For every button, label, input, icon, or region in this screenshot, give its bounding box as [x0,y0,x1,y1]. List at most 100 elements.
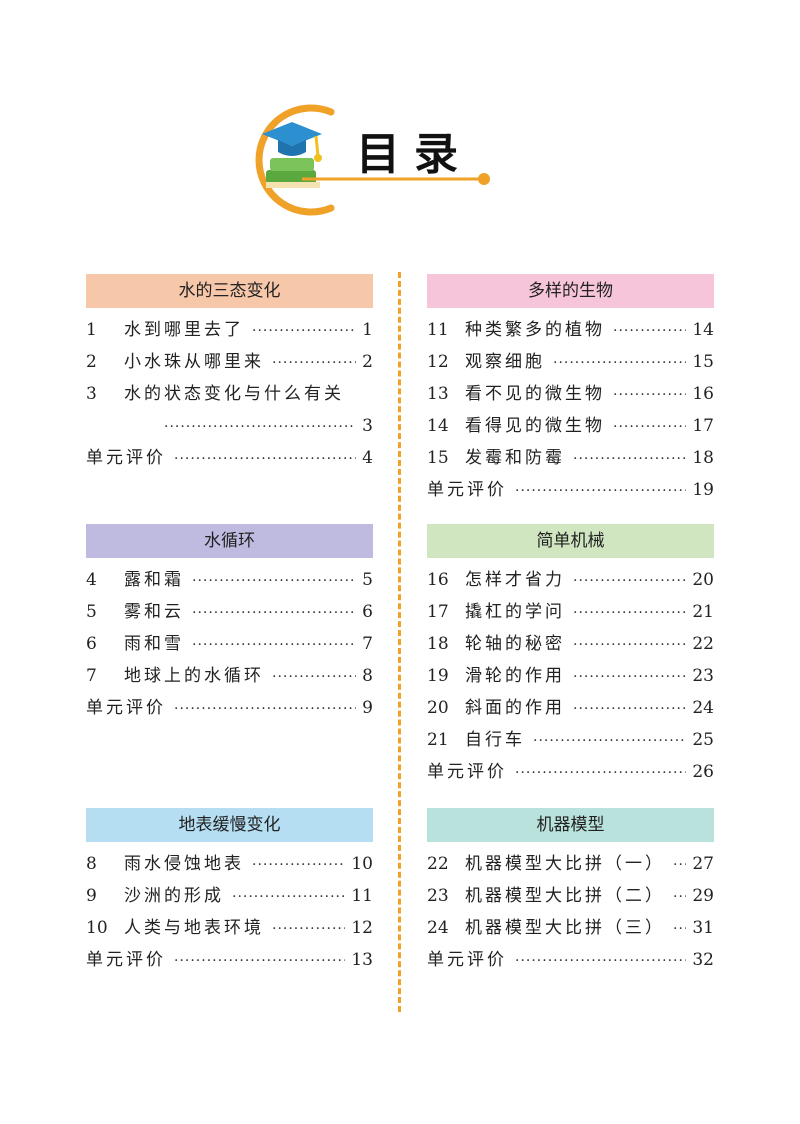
entry-number: 24 [427,918,449,938]
toc-entry[interactable]: 10 人类与地表环境 12 [86,912,373,944]
dot-leader [174,693,356,725]
toc-entry[interactable]: 16 怎样才省力 20 [427,564,714,596]
toc-entry[interactable]: 17 撬杠的学问 21 [427,596,714,628]
entry-title: 雨水侵蚀地表 [124,854,244,874]
toc-entry[interactable]: 7 地球上的水循环 8 [86,660,373,692]
unit-section: 简单机械 16 怎样才省力 20 17 撬杠的学问 21 18 轮轴的秘密 22… [427,524,714,788]
entry-title: 看不见的微生物 [465,384,605,404]
unit-review-entry[interactable]: 单元评价 32 [427,944,714,976]
review-title: 单元评价 [427,480,507,500]
review-title: 单元评价 [427,762,507,782]
unit-review-entry[interactable]: 单元评价 9 [86,692,373,724]
entry-title: 滑轮的作用 [465,666,565,686]
entry-number: 7 [86,666,97,686]
toc-entry[interactable]: 24 机器模型大比拼（三） 31 [427,912,714,944]
toc-entry[interactable]: 1 水到哪里去了 1 [86,314,373,346]
entry-page: 17 [692,416,714,436]
entry-title: 种类繁多的植物 [465,320,605,340]
toc-entry[interactable]: 18 轮轴的秘密 22 [427,628,714,660]
entry-number: 1 [86,320,97,340]
dot-leader [573,565,686,597]
unit-review-entry[interactable]: 单元评价 26 [427,756,714,788]
entry-title: 露和霜 [124,570,184,590]
entry-title: 发霉和防霉 [465,448,565,468]
entry-title: 怎样才省力 [465,570,565,590]
review-page: 13 [351,950,373,970]
entry-page: 5 [362,570,373,590]
toc-entry-continuation[interactable]: 3 [86,410,373,442]
entry-title: 轮轴的秘密 [465,634,565,654]
entry-number: 10 [86,918,108,938]
dot-leader [673,913,686,945]
toc-entry[interactable]: 2 小水珠从哪里来 2 [86,346,373,378]
toc-entry[interactable]: 6 雨和雪 7 [86,628,373,660]
toc-entry[interactable]: 20 斜面的作用 24 [427,692,714,724]
entry-number: 6 [86,634,97,654]
toc-entry[interactable]: 13 看不见的微生物 16 [427,378,714,410]
unit-review-entry[interactable]: 单元评价 4 [86,442,373,474]
unit-review-entry[interactable]: 单元评价 19 [427,474,714,506]
unit-review-entry[interactable]: 单元评价 13 [86,944,373,976]
entry-title: 水到哪里去了 [124,320,244,340]
entry-page: 27 [692,854,714,874]
column-divider [398,272,401,1012]
entry-number: 16 [427,570,449,590]
dot-leader [272,913,345,945]
dot-leader [515,945,686,977]
entry-page: 14 [692,320,714,340]
toc-entry[interactable]: 21 自行车 25 [427,724,714,756]
unit-section: 多样的生物 11 种类繁多的植物 14 12 观察细胞 15 13 看不见的微生… [427,274,714,506]
entry-title: 看得见的微生物 [465,416,605,436]
entry-page: 20 [692,570,714,590]
toc-entry[interactable]: 5 雾和云 6 [86,596,373,628]
unit-section: 机器模型 22 机器模型大比拼（一） 27 23 机器模型大比拼（二） 29 2… [427,808,714,976]
dot-leader [573,629,686,661]
unit-header: 地表缓慢变化 [86,808,373,842]
entry-number: 13 [427,384,449,404]
entry-page: 3 [362,416,373,436]
entry-page: 11 [351,886,373,906]
review-title: 单元评价 [427,950,507,970]
review-page: 19 [692,480,714,500]
entry-title: 地球上的水循环 [124,666,264,686]
review-title: 单元评价 [86,448,166,468]
dot-leader [673,849,686,881]
entry-title: 观察细胞 [465,352,545,372]
entry-page: 1 [362,320,373,340]
entry-title: 沙洲的形成 [124,886,224,906]
entry-number: 15 [427,448,449,468]
review-page: 9 [362,698,373,718]
entry-number: 12 [427,352,449,372]
review-page: 32 [692,950,714,970]
dot-leader [272,347,356,379]
entry-title: 自行车 [465,730,525,750]
toc-entry[interactable]: 4 露和霜 5 [86,564,373,596]
entry-title: 撬杠的学问 [465,602,565,622]
toc-entry[interactable]: 11 种类繁多的植物 14 [427,314,714,346]
dot-leader [192,629,356,661]
entry-number: 21 [427,730,449,750]
toc-entry[interactable]: 23 机器模型大比拼（二） 29 [427,880,714,912]
entry-title: 机器模型大比拼（二） [465,886,665,906]
toc-entry[interactable]: 14 看得见的微生物 17 [427,410,714,442]
toc-entry[interactable]: 12 观察细胞 15 [427,346,714,378]
toc-entry[interactable]: 22 机器模型大比拼（一） 27 [427,848,714,880]
entry-number: 5 [86,602,97,622]
toc-entry[interactable]: 15 发霉和防霉 18 [427,442,714,474]
review-title: 单元评价 [86,950,166,970]
entry-page: 23 [692,666,714,686]
unit-header: 多样的生物 [427,274,714,308]
title-underline [302,173,490,185]
dot-leader [533,725,686,757]
entry-page: 15 [692,352,714,372]
entry-number: 11 [427,320,449,340]
dot-leader [192,565,356,597]
toc-entry[interactable]: 8 雨水侵蚀地表 10 [86,848,373,880]
review-page: 26 [692,762,714,782]
toc-entry[interactable]: 3 水的状态变化与什么有关 [86,378,373,410]
entry-title: 机器模型大比拼（一） [465,854,665,874]
entry-page: 16 [692,384,714,404]
entry-page: 18 [692,448,714,468]
toc-entry[interactable]: 19 滑轮的作用 23 [427,660,714,692]
toc-entry[interactable]: 9 沙洲的形成 11 [86,880,373,912]
